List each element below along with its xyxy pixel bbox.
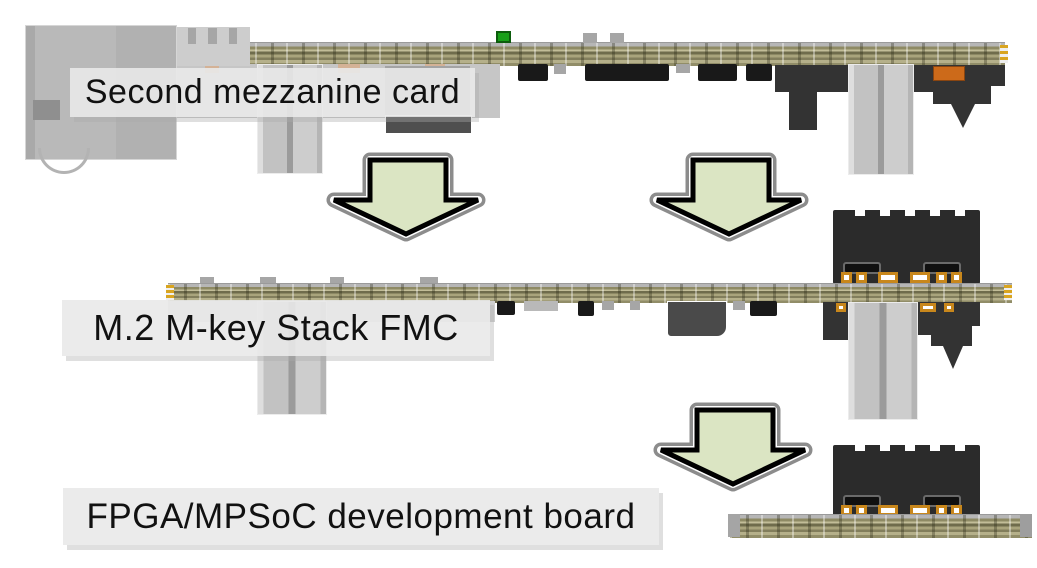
devboard-edge-cap-right [1020,514,1032,537]
ic-chip [518,64,548,81]
gold-pad [836,303,846,312]
label-text: M.2 M-key Stack FMC [93,307,459,348]
middle-pcb-gold-fingers-right [1004,285,1012,300]
gold-pad [841,272,852,283]
down-arrow-icon [326,152,486,242]
connector-notch [955,444,965,451]
pin-header [188,28,196,44]
down-arrow-icon [649,152,809,242]
top-side-component [420,277,438,283]
label-text: FPGA/MPSoC development board [86,496,636,536]
connector-notch [905,444,915,451]
ic-chip [578,301,594,316]
gold-pad [910,272,930,283]
pin-header [208,28,217,44]
connector-notch [855,209,865,216]
top-side-component [330,277,344,283]
ic-chip [497,301,515,315]
smd-part [554,64,566,74]
devboard-pcb-edge [730,514,1032,538]
ic-chip [746,64,772,81]
middle-pcb-gold-fingers-left [166,285,174,300]
label-fpga-mpsoc-dev-board: FPGA/MPSoC development board [63,488,659,545]
cable-loop [38,148,90,174]
smd-part [676,64,690,73]
down-arrow-icon [653,402,813,492]
connector-notch [930,444,940,451]
connector-notch [880,444,890,451]
top-side-component [610,33,624,43]
top-pcb-edge [100,42,1005,66]
standoff-post [848,64,914,175]
module-tab [33,100,60,120]
ic-chip [750,301,777,316]
orange-component [933,66,965,81]
gold-pad [920,303,936,312]
smd-part [630,301,640,310]
large-ic-block [667,301,727,337]
label-m2-mkey-stack-fmc: M.2 M-key Stack FMC [62,300,490,356]
fmc-connector-top [833,209,980,284]
connector-notch [955,209,965,216]
connector-notch [855,444,865,451]
label-text: Second mezzanine card [84,73,461,111]
heatsink-block [385,115,472,134]
gold-pad [856,272,867,283]
connector-notch [905,209,915,216]
connector-notch [930,209,940,216]
ic-chip [585,64,669,81]
standoff-post [848,302,918,420]
smd-part [733,301,745,310]
top-side-component [583,33,597,43]
top-pcb-gold-fingers [1000,45,1008,63]
label-second-mezzanine-card: Second mezzanine card [70,68,475,117]
top-side-component [260,277,276,283]
devboard-edge-cap-left [728,514,740,537]
gold-pad [944,303,954,312]
gold-pad [878,272,898,283]
green-led [496,31,511,43]
ic-chip [698,64,737,81]
pin-header [229,28,237,44]
gold-pad [936,272,947,283]
smd-part [602,301,614,310]
smd-part [524,301,558,311]
gold-pad [951,272,962,283]
top-side-component [200,277,214,283]
fmc-connector-devboard [833,444,980,517]
middle-pcb-edge [168,283,1012,303]
connector-notch [880,209,890,216]
